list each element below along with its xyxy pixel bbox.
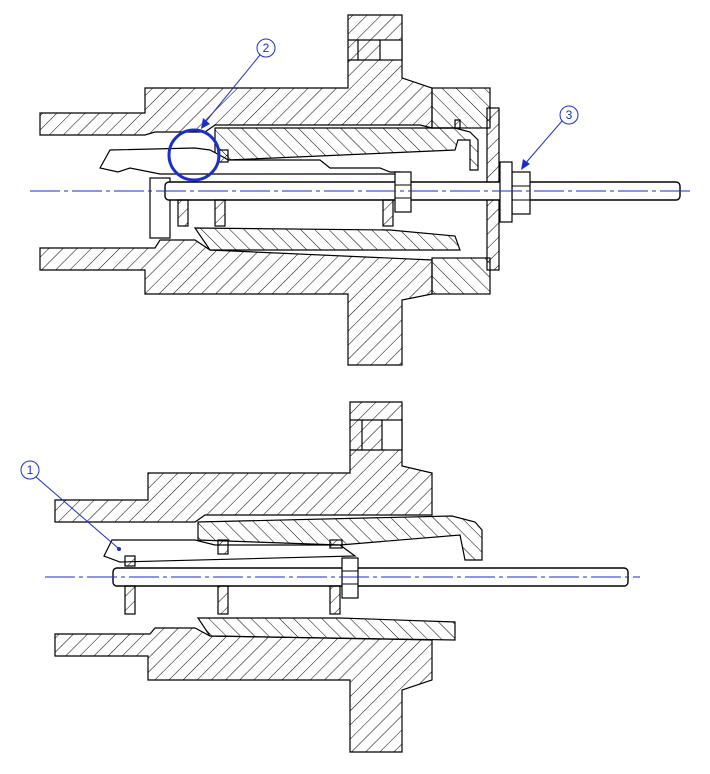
lower-hook	[103, 539, 357, 563]
lower-collet-bottom	[196, 617, 456, 641]
callout-2-bubble	[256, 38, 276, 58]
detail-circle	[167, 128, 221, 182]
upper-flange-slot	[379, 39, 403, 61]
callout-1-leader	[35, 476, 119, 549]
callout-1-label: 1	[27, 463, 34, 477]
lower-collet-top	[197, 515, 483, 561]
lower-housing-top	[54, 401, 433, 523]
callout-1-bubble	[20, 460, 40, 480]
lower-pin-1	[124, 585, 136, 615]
upper-right-block-bottom	[431, 257, 491, 295]
callout-3-leader	[523, 120, 563, 166]
upper-housing-top	[39, 14, 461, 136]
upper-hook	[99, 147, 401, 175]
callout-1-dot	[117, 547, 121, 551]
upper-pin-1	[177, 199, 189, 227]
upper-right-block-top	[431, 87, 491, 129]
lower-pin-top	[217, 539, 229, 555]
lower-nut	[341, 557, 359, 599]
upper-pin-3	[382, 199, 394, 227]
callout-2-arrow	[201, 118, 210, 129]
lower-pin-3	[329, 585, 341, 615]
lower-section-view	[45, 401, 640, 753]
lower-pin-hook	[124, 555, 136, 567]
callout-3-arrow	[521, 159, 530, 170]
callout-3-bubble	[559, 105, 579, 125]
upper-housing-bottom	[39, 239, 433, 366]
callout-2-leader	[202, 54, 261, 126]
lower-pin-mid-top	[329, 539, 343, 549]
lower-pin-2	[217, 585, 229, 615]
upper-section-view	[30, 14, 690, 366]
callout-2-label: 2	[263, 41, 270, 55]
upper-pin-2	[214, 199, 226, 227]
callout-3-label: 3	[566, 108, 573, 122]
callout-1: 1	[20, 460, 121, 551]
callout-3: 3	[521, 105, 579, 170]
upper-washer	[499, 161, 513, 223]
lower-flange-slot	[381, 419, 403, 451]
callout-2: 2	[201, 38, 276, 129]
upper-nut-mid	[394, 171, 412, 213]
upper-collet-bottom	[193, 227, 461, 251]
lower-housing-bottom	[54, 627, 433, 753]
upper-nut-end	[511, 171, 531, 215]
